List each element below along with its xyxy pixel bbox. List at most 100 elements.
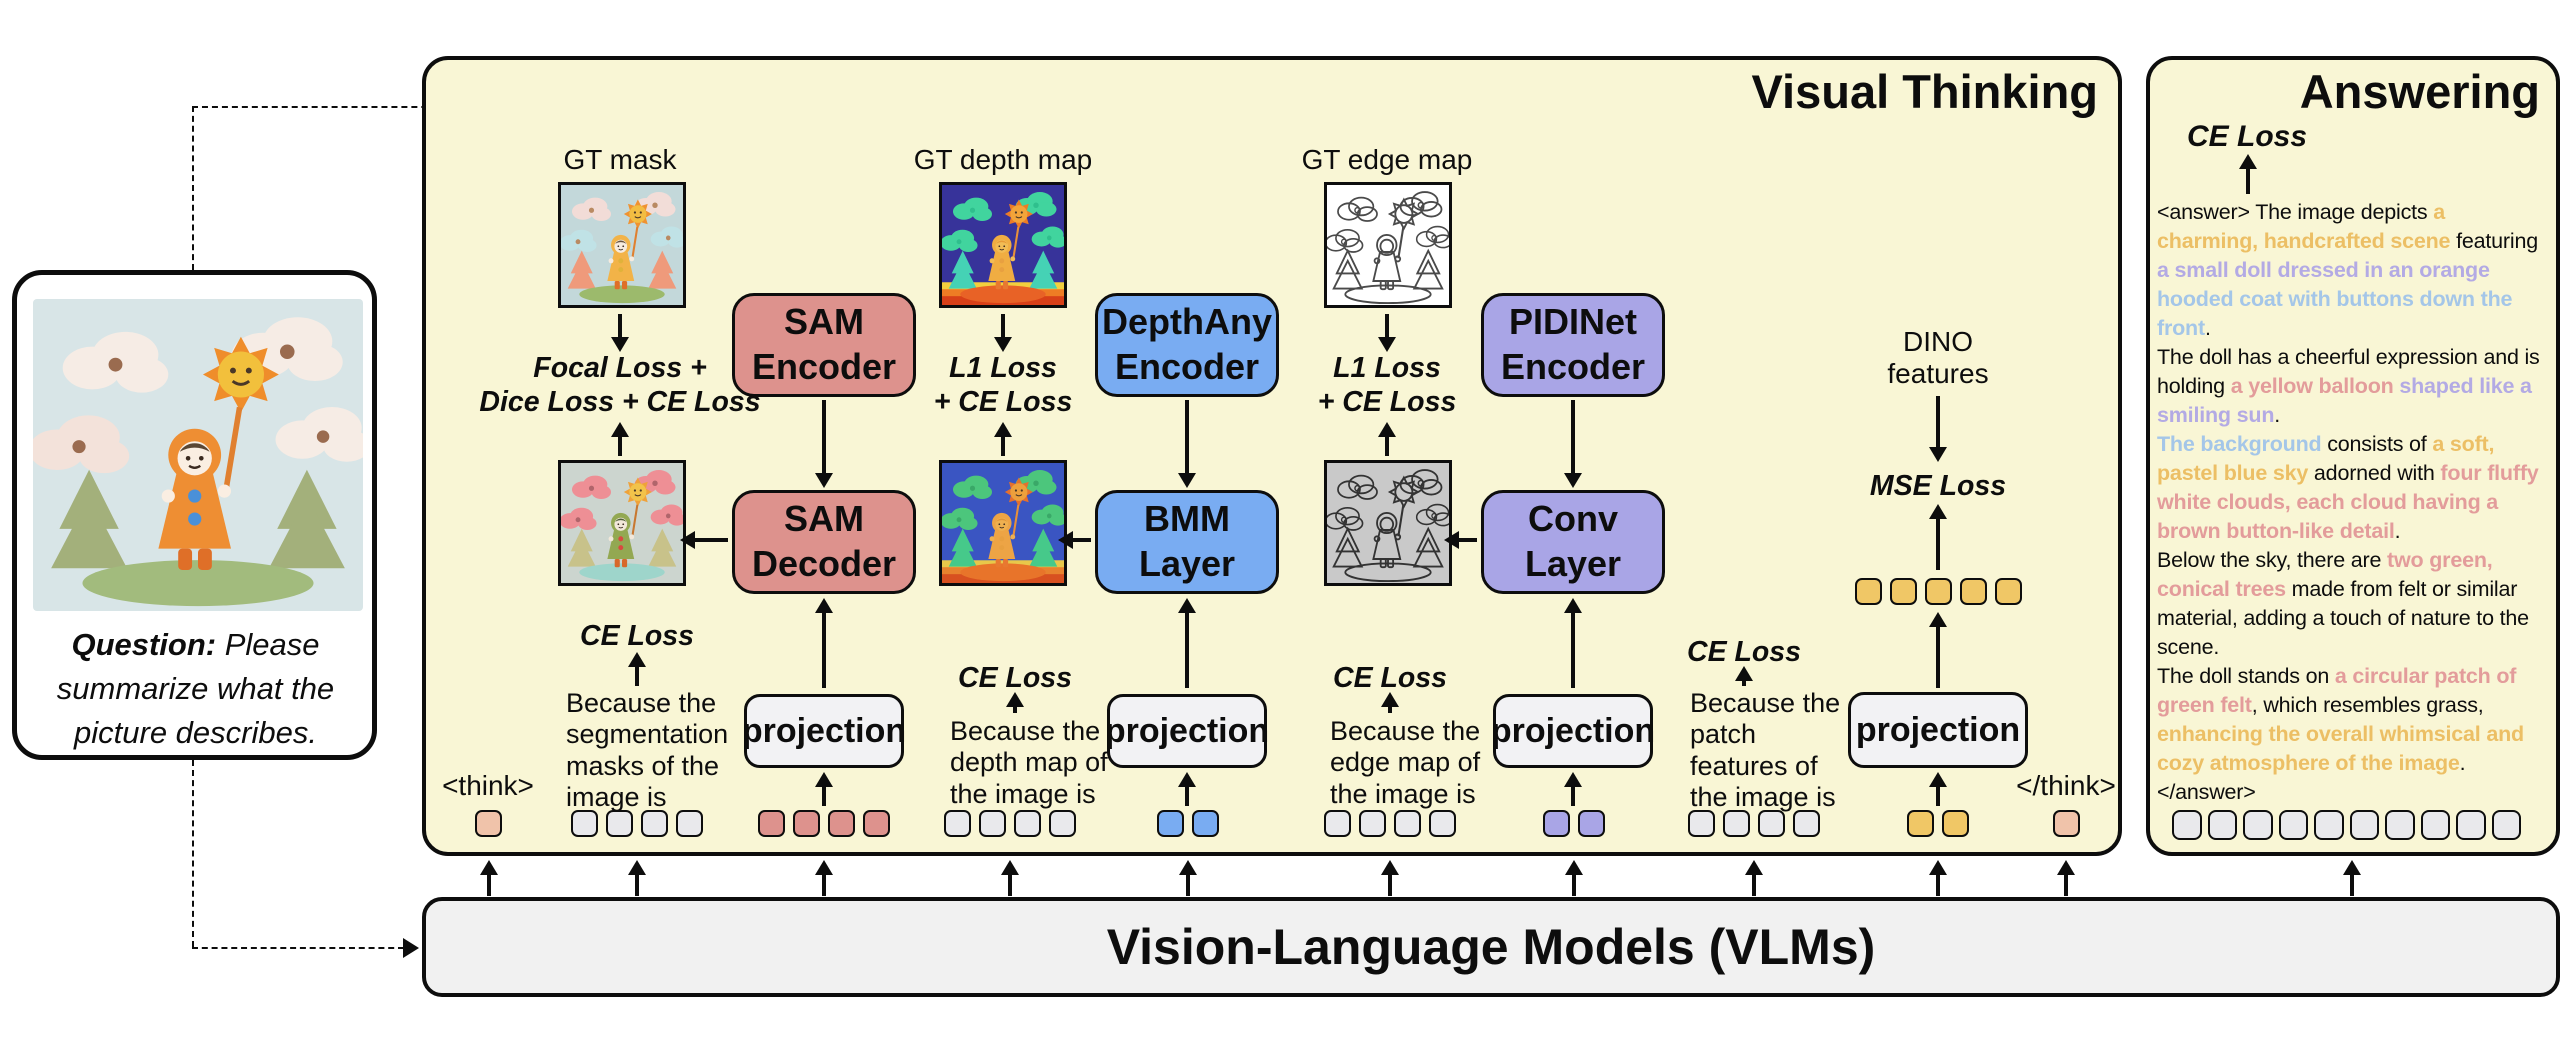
arrow-gtedge-to-loss	[1385, 314, 1389, 338]
token-gray	[1688, 810, 1715, 837]
token-gray	[2491, 810, 2521, 840]
question-rest: Please summarize what the picture descri…	[56, 627, 335, 751]
depthany-encoder-box: DepthAny Encoder	[1095, 293, 1279, 397]
token-gray	[2172, 810, 2202, 840]
answer-paragraph: The doll stands on a circular patch of g…	[2157, 664, 2524, 775]
pidinet-encoder-box: PIDINet Encoder	[1481, 293, 1665, 397]
arrow-answer-ce	[2246, 168, 2250, 194]
token-dino	[1855, 578, 1882, 605]
arrow-proj-to-bmm	[1185, 612, 1189, 688]
arrow-vlm-answer	[2350, 874, 2354, 896]
token-group-think-close	[2053, 810, 2080, 837]
token-gray	[1394, 810, 1421, 837]
arrow-vlm-8	[1752, 874, 1756, 896]
token-seg	[863, 810, 890, 837]
arrow-gtmask-to-loss	[618, 314, 622, 338]
token-gray	[676, 810, 703, 837]
arrow-proj-to-samdec	[822, 612, 826, 688]
token-group-depth-because	[944, 810, 1076, 837]
arrow-pidienc-to-conv	[1571, 400, 1575, 474]
token-gray	[606, 810, 633, 837]
arrow-vlm-1	[487, 874, 491, 896]
token-gray	[1429, 810, 1456, 837]
token-gray	[1324, 810, 1351, 837]
arrow-proj-to-conv	[1571, 612, 1575, 688]
gt-depth-label: GT depth map	[913, 144, 1093, 175]
token-gray	[1014, 810, 1041, 837]
token-seg	[793, 810, 820, 837]
answer-ce-loss: CE Loss	[2186, 120, 2308, 153]
patch-ce-loss: CE Loss	[1686, 636, 1802, 668]
answer-paragraph: </answer>	[2157, 780, 2256, 804]
token-gray	[1723, 810, 1750, 837]
arrow-samenc-to-dec	[822, 400, 826, 474]
question-panel: Question: Please summarize what the pict…	[12, 270, 377, 760]
arrow-edgeout-to-loss	[1385, 436, 1389, 456]
answer-paragraph: <answer> The image depicts a charming, h…	[2157, 200, 2538, 340]
token-group-seg	[758, 810, 890, 837]
seg-ce-loss: CE Loss	[579, 620, 695, 652]
token-group-dino	[1907, 810, 1969, 837]
gt-depth-image	[939, 182, 1067, 308]
arrow-vlm-3	[822, 874, 826, 896]
seg-projection-box: projection	[742, 694, 906, 768]
arrow-vlm-6	[1388, 874, 1392, 896]
answering-panel	[2146, 56, 2560, 856]
mask-output-image	[558, 460, 686, 586]
connector-left-top-vertical	[192, 106, 194, 270]
depth-ce-loss: CE Loss	[957, 662, 1073, 694]
arrow-dino-to-mse	[1936, 396, 1940, 448]
token-gray	[1359, 810, 1386, 837]
visual-thinking-panel	[422, 56, 2122, 856]
token-gray	[2420, 810, 2450, 840]
token-gray	[2207, 810, 2237, 840]
token-dino	[1925, 578, 1952, 605]
token-gray	[2243, 810, 2273, 840]
question-label: Question:	[71, 627, 217, 662]
arrow-gtdepth-to-loss	[1001, 314, 1005, 338]
token-group-think-open	[475, 810, 502, 837]
edge-output-image	[1324, 460, 1452, 586]
token-seg	[828, 810, 855, 837]
token-think	[2053, 810, 2080, 837]
depth-loss-text: L1 Loss + CE Loss	[933, 352, 1073, 418]
token-seg	[758, 810, 785, 837]
answer-paragraph: The background consists of a soft, paste…	[2157, 432, 2539, 543]
token-gray	[979, 810, 1006, 837]
token-group-patch-because	[1688, 810, 1820, 837]
arrow-depthout-to-loss	[1001, 436, 1005, 456]
depth-output-image	[939, 460, 1067, 586]
arrow-bmm-to-img	[1072, 538, 1091, 542]
token-gray	[1758, 810, 1785, 837]
token-dino	[1890, 578, 1917, 605]
seg-loss-text: Focal Loss + Dice Loss + CE Loss	[479, 352, 761, 418]
arrow-proj-to-tokens	[1936, 626, 1940, 688]
input-image	[33, 299, 363, 611]
token-gray	[2349, 810, 2379, 840]
token-dino	[1995, 578, 2022, 605]
gt-edge-image	[1324, 182, 1452, 308]
sam-encoder-box: SAM Encoder	[732, 293, 916, 397]
token-gray	[2278, 810, 2308, 840]
answer-token-row	[2172, 810, 2521, 840]
arrow-vlm-4	[1008, 874, 1012, 896]
token-edge	[1543, 810, 1570, 837]
answer-paragraph: The doll has a cheerful expression and i…	[2157, 345, 2540, 427]
arrow-patch-ce	[1742, 680, 1746, 686]
token-group-depth	[1157, 810, 1219, 837]
gt-mask-image	[558, 182, 686, 308]
arrow-tok-to-depthproj	[1185, 786, 1189, 806]
token-think	[475, 810, 502, 837]
sam-decoder-box: SAM Decoder	[732, 490, 916, 594]
depth-projection-box: projection	[1105, 694, 1269, 768]
arrow-maskout-to-loss	[618, 436, 622, 456]
depth-because-text: Because the depth map of the image is	[950, 716, 1108, 809]
arrow-vlm-9	[1936, 874, 1940, 896]
arrow-depth-ce	[1013, 706, 1017, 713]
vlm-bar: Vision-Language Models (VLMs)	[422, 897, 2560, 997]
gt-mask-label: GT mask	[563, 144, 677, 175]
connector-into-vlm	[192, 947, 404, 949]
token-group-edge	[1543, 810, 1605, 837]
arrow-tok-to-dinoproj	[1936, 786, 1940, 806]
